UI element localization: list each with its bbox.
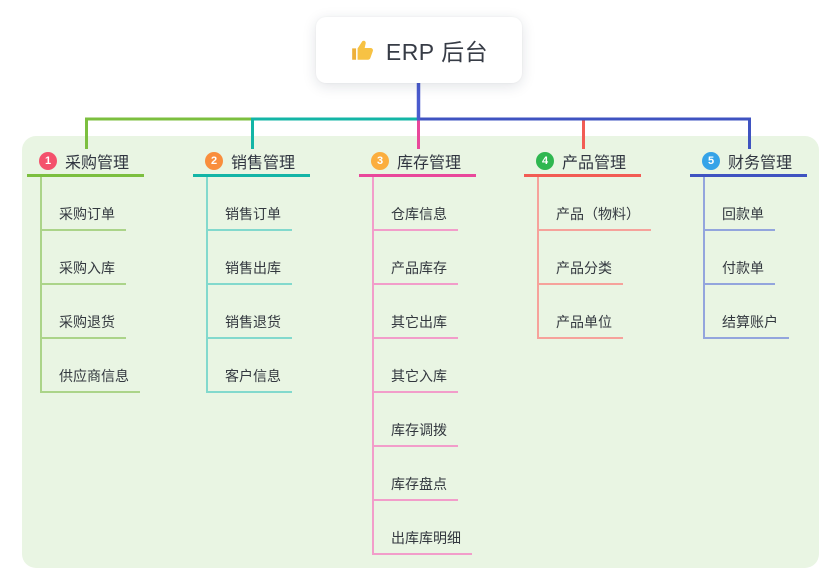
branch-title-node[interactable]: 2 销售管理 <box>193 148 310 177</box>
child-node[interactable]: 其它出库 <box>374 312 458 339</box>
child-row: 结算账户 <box>705 285 789 339</box>
branch-label: 财务管理 <box>728 155 793 172</box>
branch-children: 产品（物料） 产品分类 产品单位 <box>537 177 651 339</box>
child-node[interactable]: 采购入库 <box>42 258 126 285</box>
child-row: 产品（物料） <box>539 177 651 231</box>
child-node[interactable]: 销售订单 <box>208 204 292 231</box>
child-node[interactable]: 供应商信息 <box>42 366 140 393</box>
child-node[interactable]: 回款单 <box>705 204 775 231</box>
child-node[interactable]: 采购订单 <box>42 204 126 231</box>
branch-label: 采购管理 <box>65 155 130 172</box>
branch-label: 产品管理 <box>562 155 627 172</box>
child-row: 库存调拨 <box>374 393 472 447</box>
branch-title-node[interactable]: 4 产品管理 <box>524 148 641 177</box>
branch-3: 3 库存管理 仓库信息 产品库存 其它出库 其它入库 库存调拨 库存盘点 出库库… <box>359 148 476 555</box>
child-node[interactable]: 采购退货 <box>42 312 126 339</box>
branch-number-badge: 2 <box>205 152 223 170</box>
child-row: 供应商信息 <box>42 339 140 393</box>
child-node[interactable]: 产品分类 <box>539 258 623 285</box>
child-row: 销售订单 <box>208 177 292 231</box>
branch-number-badge: 5 <box>702 152 720 170</box>
branch-label: 销售管理 <box>231 155 296 172</box>
branch-children: 回款单 付款单 结算账户 <box>703 177 789 339</box>
child-row: 产品分类 <box>539 231 651 285</box>
branch-children: 采购订单 采购入库 采购退货 供应商信息 <box>40 177 140 393</box>
child-node[interactable]: 产品（物料） <box>539 204 651 231</box>
branch-children: 销售订单 销售出库 销售退货 客户信息 <box>206 177 292 393</box>
branch-title-node[interactable]: 3 库存管理 <box>359 148 476 177</box>
thumbs-up-icon <box>350 37 376 63</box>
child-row: 付款单 <box>705 231 789 285</box>
child-row: 采购入库 <box>42 231 140 285</box>
branch-number-badge: 3 <box>371 152 389 170</box>
branch-4: 4 产品管理 产品（物料） 产品分类 产品单位 <box>524 148 651 339</box>
child-row: 回款单 <box>705 177 789 231</box>
child-row: 仓库信息 <box>374 177 472 231</box>
branch-children: 仓库信息 产品库存 其它出库 其它入库 库存调拨 库存盘点 出库库明细 <box>372 177 472 555</box>
child-row: 产品单位 <box>539 285 651 339</box>
branch-1: 1 采购管理 采购订单 采购入库 采购退货 供应商信息 <box>27 148 144 393</box>
child-row: 其它出库 <box>374 285 472 339</box>
child-row: 采购退货 <box>42 285 140 339</box>
child-row: 产品库存 <box>374 231 472 285</box>
branch-2: 2 销售管理 销售订单 销售出库 销售退货 客户信息 <box>193 148 310 393</box>
child-node[interactable]: 付款单 <box>705 258 775 285</box>
branch-label: 库存管理 <box>397 155 462 172</box>
child-node[interactable]: 销售出库 <box>208 258 292 285</box>
child-node[interactable]: 出库库明细 <box>374 528 472 555</box>
child-row: 出库库明细 <box>374 501 472 555</box>
child-node[interactable]: 销售退货 <box>208 312 292 339</box>
branch-5: 5 财务管理 回款单 付款单 结算账户 <box>690 148 807 339</box>
child-row: 销售出库 <box>208 231 292 285</box>
child-node[interactable]: 产品库存 <box>374 258 458 285</box>
branch-number-badge: 1 <box>39 152 57 170</box>
child-node[interactable]: 其它入库 <box>374 366 458 393</box>
child-node[interactable]: 库存盘点 <box>374 474 458 501</box>
child-row: 采购订单 <box>42 177 140 231</box>
child-node[interactable]: 库存调拨 <box>374 420 458 447</box>
child-node[interactable]: 结算账户 <box>705 312 789 339</box>
child-row: 销售退货 <box>208 285 292 339</box>
root-node[interactable]: ERP 后台 <box>316 17 522 83</box>
child-node[interactable]: 客户信息 <box>208 366 292 393</box>
branch-number-badge: 4 <box>536 152 554 170</box>
child-row: 库存盘点 <box>374 447 472 501</box>
branch-title-node[interactable]: 5 财务管理 <box>690 148 807 177</box>
branches-panel <box>22 136 819 568</box>
root-title: ERP 后台 <box>385 39 489 65</box>
branch-title-node[interactable]: 1 采购管理 <box>27 148 144 177</box>
child-row: 客户信息 <box>208 339 292 393</box>
child-node[interactable]: 产品单位 <box>539 312 623 339</box>
child-node[interactable]: 仓库信息 <box>374 204 458 231</box>
child-row: 其它入库 <box>374 339 472 393</box>
